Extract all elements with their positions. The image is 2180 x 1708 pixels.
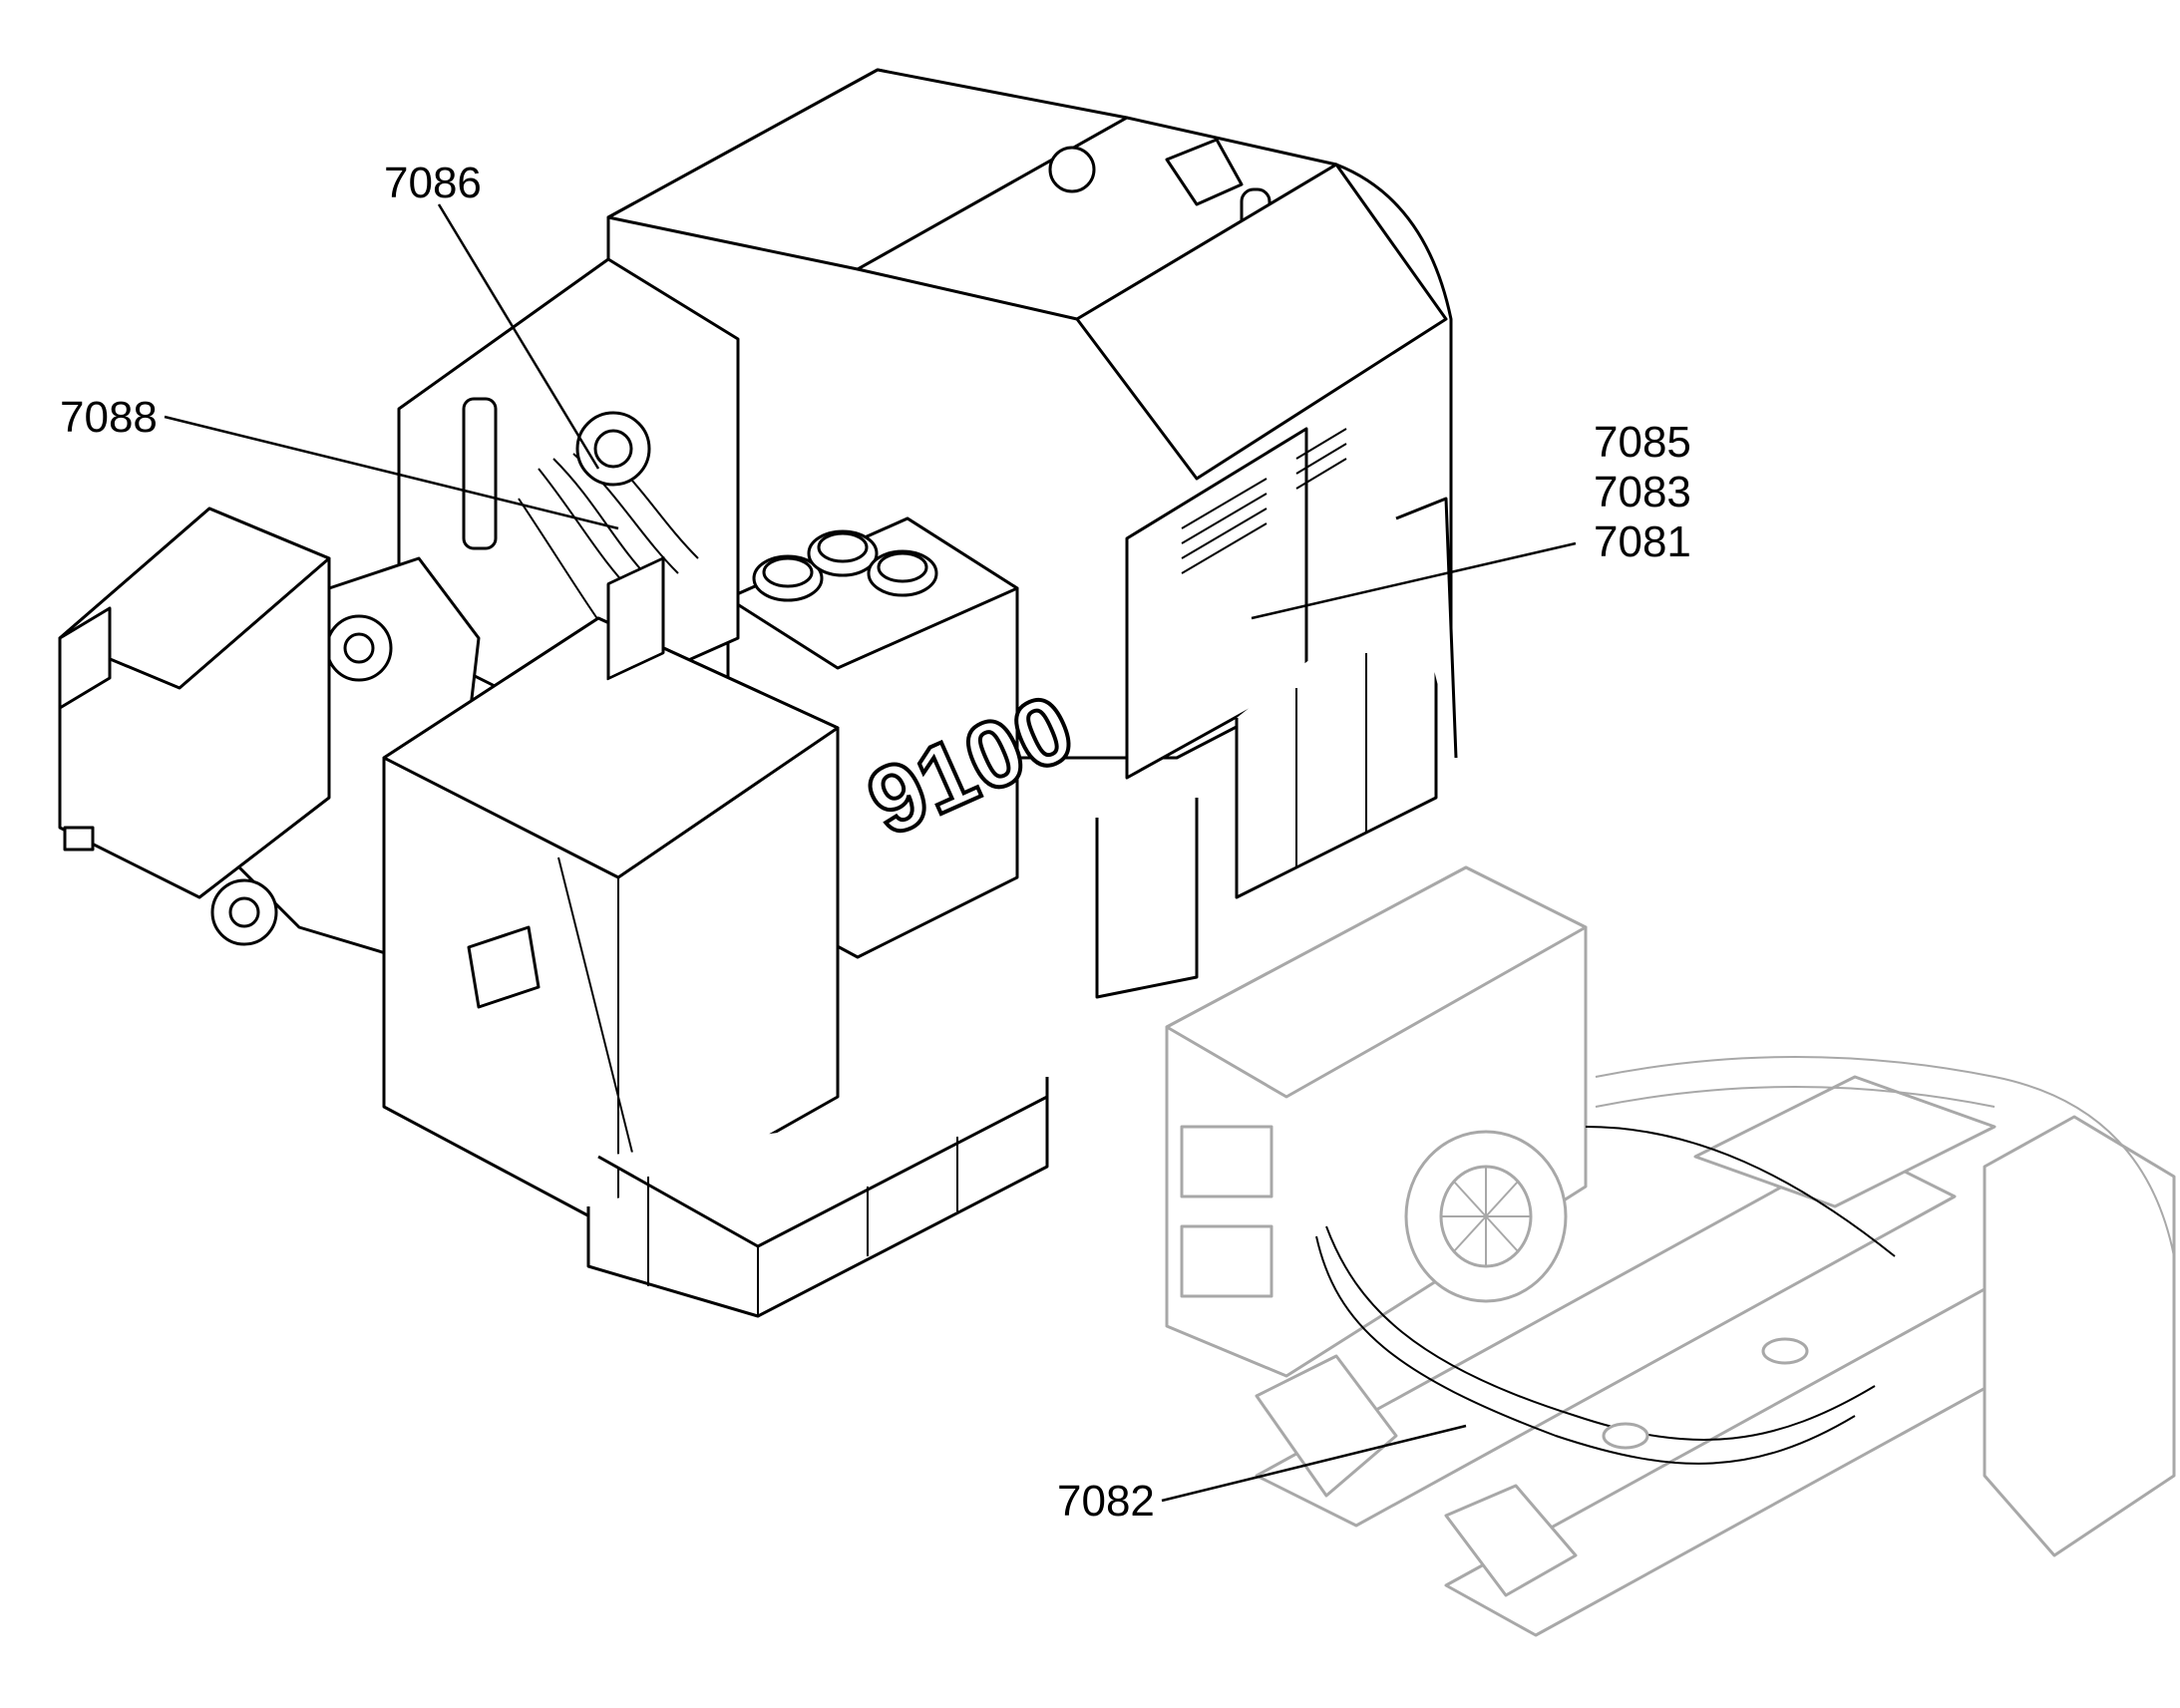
leader-lines bbox=[164, 203, 1577, 1503]
leader-7088 bbox=[164, 415, 619, 530]
callout-7088: 7088 bbox=[60, 393, 158, 442]
grille-vents bbox=[1181, 428, 1347, 574]
callout-7086: 7086 bbox=[384, 159, 482, 207]
machine-upper-structure: 9100 bbox=[58, 68, 1458, 1318]
callout-7083: 7083 bbox=[1594, 468, 1691, 516]
hydraulic-hoses bbox=[462, 397, 699, 649]
leader-7081 bbox=[1251, 541, 1577, 620]
callout-7082: 7082 bbox=[1057, 1477, 1155, 1526]
leader-7082 bbox=[1161, 1424, 1467, 1503]
callout-7081: 7081 bbox=[1594, 517, 1691, 566]
detail-undercarriage bbox=[1165, 865, 2176, 1637]
gear-spokes bbox=[1441, 1167, 1531, 1266]
callout-7085: 7085 bbox=[1594, 418, 1691, 467]
tank-caps bbox=[752, 529, 938, 602]
walkway-rails bbox=[586, 497, 1458, 1318]
callout-labels: 7086 7088 7085 7083 7081 7082 bbox=[60, 159, 1691, 1526]
leader-7086 bbox=[437, 203, 600, 470]
